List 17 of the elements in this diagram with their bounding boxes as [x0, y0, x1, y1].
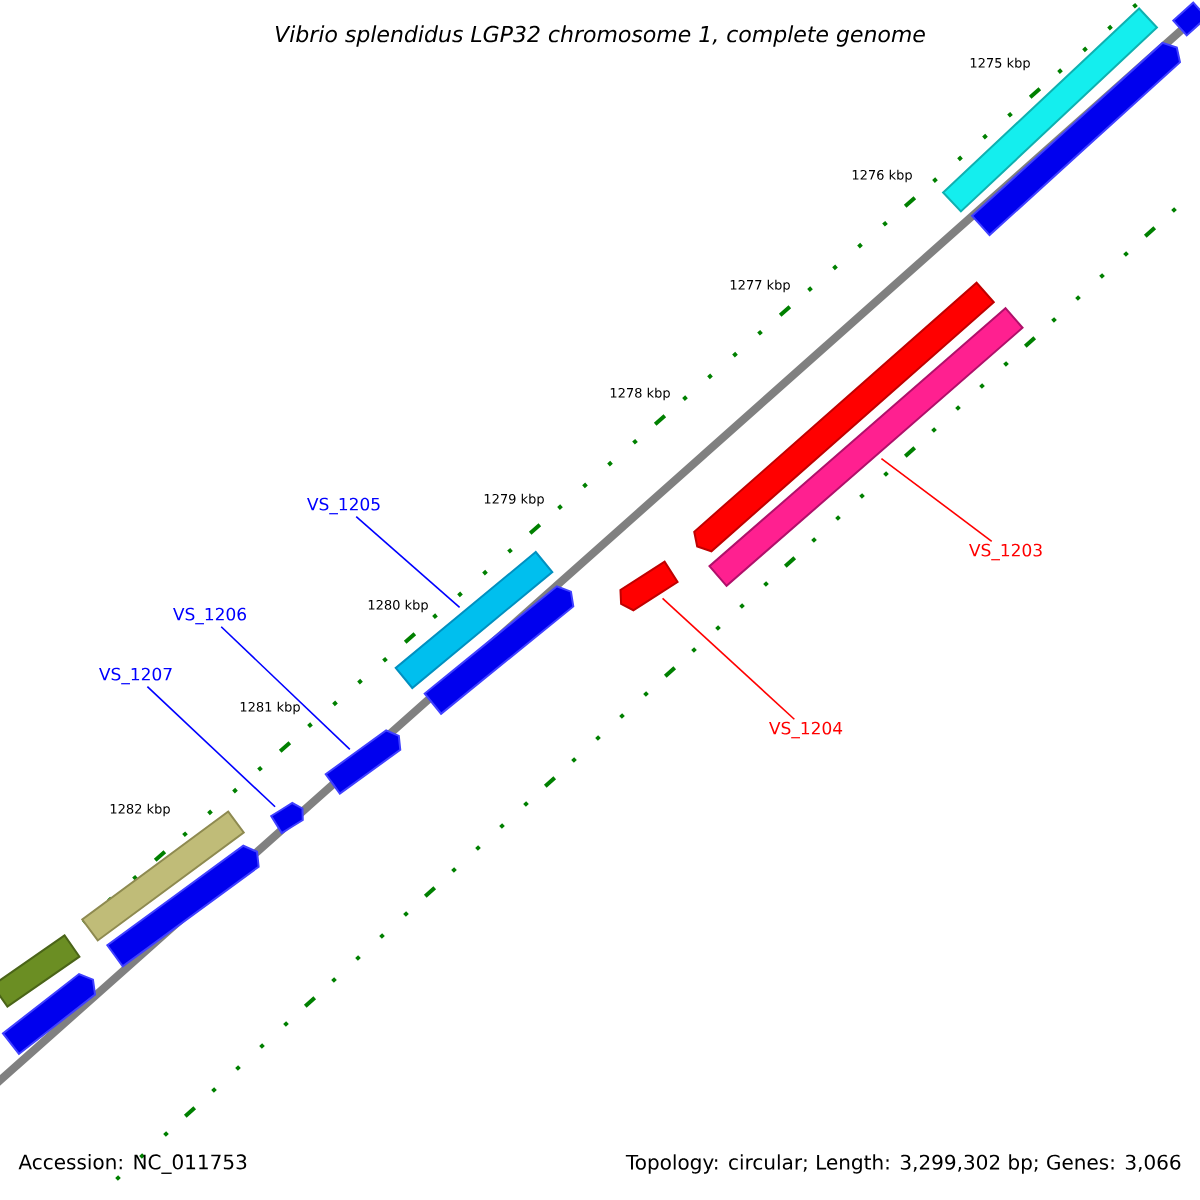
footer-text: Accession: NC_011753: [18, 1154, 247, 1174]
leader-line: [220, 625, 351, 751]
leader-line: [661, 597, 796, 721]
title: Vibrio splendidus LGP32 chromosome 1, complete genome: [275, 25, 925, 47]
gene-bar: [1171, 1, 1200, 37]
gene-label: VS_1203: [969, 543, 1042, 561]
leader-line: [355, 515, 461, 609]
gene-label: VS_1204: [769, 721, 843, 739]
gene-label: VS_1206: [173, 607, 246, 625]
leader-line: [146, 685, 276, 808]
leader-line: [880, 457, 993, 543]
footer-text: Topology: circular; Length: 3,299,302 bp; Genes: 3,066: [625, 1154, 1181, 1174]
gene-bar: [1, 972, 97, 1056]
gene-label: VS_1207: [99, 667, 172, 685]
gene-bar: [324, 729, 402, 796]
gene-label: VS_1205: [307, 497, 380, 515]
gene-bar: [619, 560, 679, 612]
